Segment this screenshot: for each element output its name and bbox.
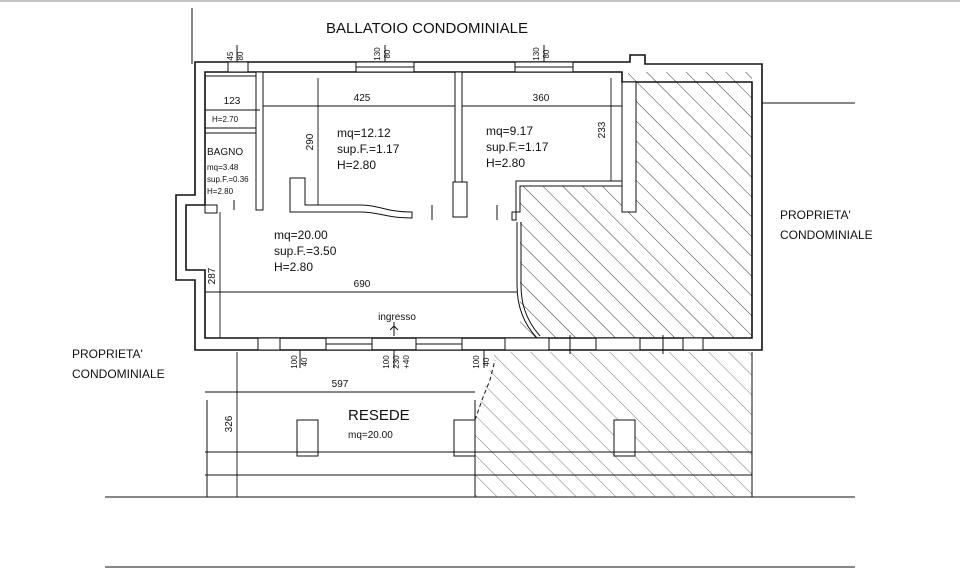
dim-597: 597 bbox=[332, 379, 349, 390]
opening-top-3-b: 80 bbox=[542, 49, 551, 58]
dim-233: 233 bbox=[597, 121, 608, 138]
dim-123: 123 bbox=[224, 96, 241, 107]
opening-bottom-1-a: 100 bbox=[290, 355, 299, 369]
ingresso-label: ingresso bbox=[378, 312, 416, 323]
bagno-h: H=2.80 bbox=[207, 187, 234, 196]
dimension-lines bbox=[205, 45, 622, 497]
proprieta-right-label-2: CONDOMINIALE bbox=[780, 228, 873, 242]
bottom-openings bbox=[257, 335, 704, 354]
resede-area: mq=20.00 bbox=[348, 430, 393, 441]
room-a-sup: sup.F.=1.17 bbox=[337, 142, 400, 156]
dim-425: 425 bbox=[354, 93, 371, 104]
opening-bottom-2-a: 100 bbox=[382, 355, 391, 369]
room-b-h: H=2.80 bbox=[486, 156, 525, 170]
room-b-sup: sup.F.=1.17 bbox=[486, 140, 549, 154]
dim-287: 287 bbox=[207, 267, 218, 284]
vano-height: H=2.70 bbox=[212, 115, 239, 124]
resede-piers bbox=[205, 352, 753, 497]
resede-label: RESEDE bbox=[348, 407, 410, 424]
opening-top-1-a: 45 bbox=[226, 51, 235, 60]
proprieta-left-label-2: CONDOMINIALE bbox=[72, 367, 165, 381]
opening-top-3-a: 130 bbox=[532, 47, 541, 61]
opening-bottom-3-b: 40 bbox=[482, 357, 491, 366]
room-a-h: H=2.80 bbox=[337, 158, 376, 172]
opening-bottom-2-b: 230 bbox=[392, 355, 401, 369]
dim-360: 360 bbox=[533, 93, 550, 104]
dim-290: 290 bbox=[305, 133, 316, 150]
interior-walls bbox=[204, 71, 637, 339]
proprieta-right-label-1: PROPRIETA' bbox=[780, 208, 851, 222]
bagno-mq: mq=3.48 bbox=[207, 163, 239, 172]
main-room-sup: sup.F.=3.50 bbox=[274, 244, 337, 258]
opening-top-1-b: 80 bbox=[236, 51, 245, 60]
dim-326: 326 bbox=[224, 415, 235, 432]
bagno-name: BAGNO bbox=[207, 147, 243, 158]
opening-top-2-a: 130 bbox=[373, 47, 382, 61]
bagno-sup: sup.F.=0.36 bbox=[207, 175, 249, 184]
outer-walls bbox=[175, 54, 763, 351]
room-a-mq: mq=12.12 bbox=[337, 126, 391, 140]
dim-690: 690 bbox=[354, 279, 371, 290]
main-room-mq: mq=20.00 bbox=[274, 228, 328, 242]
room-b-mq: mq=9.17 bbox=[486, 124, 533, 138]
proprieta-left-label-1: PROPRIETA' bbox=[72, 347, 143, 361]
opening-top-2-b: 80 bbox=[383, 49, 392, 58]
top-windows bbox=[227, 61, 574, 73]
opening-bottom-3-a: 100 bbox=[472, 355, 481, 369]
ballatoio-label: BALLATOIO CONDOMINIALE bbox=[326, 20, 528, 37]
opening-bottom-2-c: +40 bbox=[402, 355, 411, 369]
main-room-h: H=2.80 bbox=[274, 260, 313, 274]
opening-bottom-1-b: 40 bbox=[300, 357, 309, 366]
